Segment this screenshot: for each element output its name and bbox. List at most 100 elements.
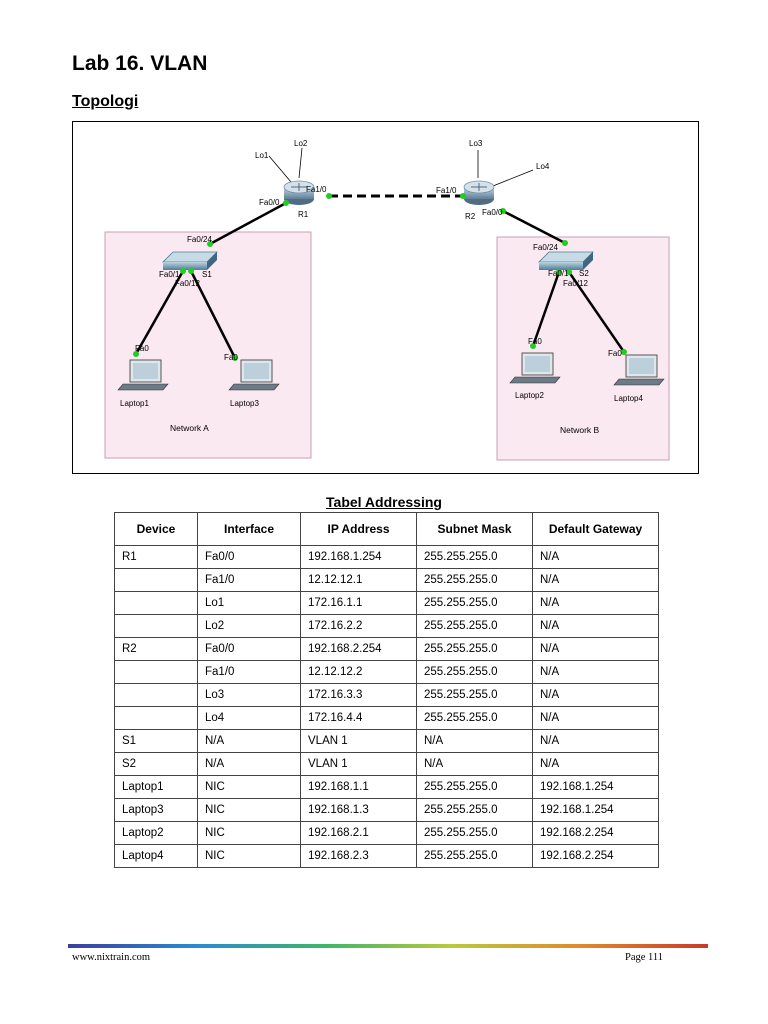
cell-default-gateway: N/A: [532, 683, 659, 707]
cell-default-gateway: N/A: [532, 637, 659, 661]
laptop1-label: Laptop1: [120, 399, 149, 408]
cell-device: [114, 614, 198, 638]
lo4-label: Lo4: [536, 162, 550, 171]
r2-label: R2: [465, 212, 476, 221]
cell-interface: Lo4: [197, 706, 301, 730]
link-s2-laptop4: [567, 271, 626, 353]
cell-subnet-mask: 255.255.255.0: [416, 844, 533, 868]
cell-default-gateway: N/A: [532, 660, 659, 684]
cell-device: [114, 568, 198, 592]
s1-name-label: S1: [202, 270, 212, 279]
cell-ip-address: 172.16.3.3: [300, 683, 417, 707]
cell-ip-address: 172.16.4.4: [300, 706, 417, 730]
cell-ip-address: 192.168.1.3: [300, 798, 417, 822]
cell-interface: NIC: [197, 798, 301, 822]
table-header-row: Device Interface IP Address Subnet Mask …: [114, 512, 659, 546]
cell-default-gateway: 192.168.2.254: [532, 844, 659, 868]
cell-subnet-mask: 255.255.255.0: [416, 637, 533, 661]
cell-ip-address: VLAN 1: [300, 752, 417, 776]
cell-interface: NIC: [197, 844, 301, 868]
cell-device: Laptop2: [114, 821, 198, 845]
cell-device: S2: [114, 752, 198, 776]
section-heading-topologi: Topologi: [72, 93, 139, 110]
cell-subnet-mask: 255.255.255.0: [416, 660, 533, 684]
link-s1-laptop1: [134, 270, 185, 355]
s2-fa01-port: Fa0/1: [548, 269, 569, 278]
lo4-pointer: [492, 169, 534, 187]
lo1-label: Lo1: [255, 151, 269, 160]
cell-subnet-mask: 255.255.255.0: [416, 775, 533, 799]
network-a-label: Network A: [170, 423, 209, 433]
cell-interface: Lo1: [197, 591, 301, 615]
cell-subnet-mask: 255.255.255.0: [416, 706, 533, 730]
cell-default-gateway: N/A: [532, 591, 659, 615]
laptop4-label: Laptop4: [614, 394, 643, 403]
cell-ip-address: 192.168.2.254: [300, 637, 417, 661]
header-subnet-mask: Subnet Mask: [416, 512, 533, 546]
cell-interface: Lo3: [197, 683, 301, 707]
laptop3-fa0-port: Fa0: [224, 353, 238, 362]
cell-device: [114, 591, 198, 615]
switch-s2-icon: [538, 251, 594, 270]
laptop4-icon: [613, 354, 665, 386]
cell-ip-address: 172.16.2.2: [300, 614, 417, 638]
cell-subnet-mask: 255.255.255.0: [416, 614, 533, 638]
s2-fa024-port: Fa0/24: [533, 243, 558, 252]
cell-default-gateway: N/A: [532, 545, 659, 569]
router-r1-icon: [283, 180, 315, 205]
cell-ip-address: VLAN 1: [300, 729, 417, 753]
cell-interface: N/A: [197, 752, 301, 776]
cell-subnet-mask: 255.255.255.0: [416, 591, 533, 615]
page-title: Lab 16. VLAN: [72, 52, 208, 75]
cell-device: R2: [114, 637, 198, 661]
header-device: Device: [114, 512, 198, 546]
r1-fa00-port: Fa0/0: [259, 198, 280, 207]
link-status-dots: [133, 193, 627, 361]
laptop1-icon: [117, 359, 169, 391]
cell-subnet-mask: N/A: [416, 752, 533, 776]
cell-device: Laptop3: [114, 798, 198, 822]
cell-default-gateway: N/A: [532, 752, 659, 776]
cell-device: R1: [114, 545, 198, 569]
header-interface: Interface: [197, 512, 301, 546]
cell-ip-address: 192.168.1.1: [300, 775, 417, 799]
cell-ip-address: 12.12.12.2: [300, 660, 417, 684]
table-caption: Tabel Addressing: [326, 494, 442, 510]
laptop2-fa0-port: Fa0: [528, 337, 542, 346]
link-r1-s1: [209, 201, 287, 246]
cell-ip-address: 192.168.2.1: [300, 821, 417, 845]
cell-subnet-mask: N/A: [416, 729, 533, 753]
cell-device: S1: [114, 729, 198, 753]
footer-divider: [68, 944, 708, 948]
cell-ip-address: 12.12.12.1: [300, 568, 417, 592]
cell-default-gateway: N/A: [532, 568, 659, 592]
cell-subnet-mask: 255.255.255.0: [416, 798, 533, 822]
cell-default-gateway: N/A: [532, 706, 659, 730]
cell-interface: NIC: [197, 775, 301, 799]
cell-default-gateway: N/A: [532, 614, 659, 638]
topology-svg: Network A Network B: [104, 139, 670, 461]
cell-subnet-mask: 255.255.255.0: [416, 568, 533, 592]
s1-fa024-port: Fa0/24: [187, 235, 212, 244]
cell-device: [114, 683, 198, 707]
header-default-gateway: Default Gateway: [532, 512, 659, 546]
cell-ip-address: 192.168.2.3: [300, 844, 417, 868]
cell-subnet-mask: 255.255.255.0: [416, 545, 533, 569]
lo2-label: Lo2: [294, 139, 308, 148]
cell-interface: Fa0/0: [197, 637, 301, 661]
cell-default-gateway: 192.168.2.254: [532, 821, 659, 845]
cell-interface: Lo2: [197, 614, 301, 638]
cell-ip-address: 192.168.1.254: [300, 545, 417, 569]
